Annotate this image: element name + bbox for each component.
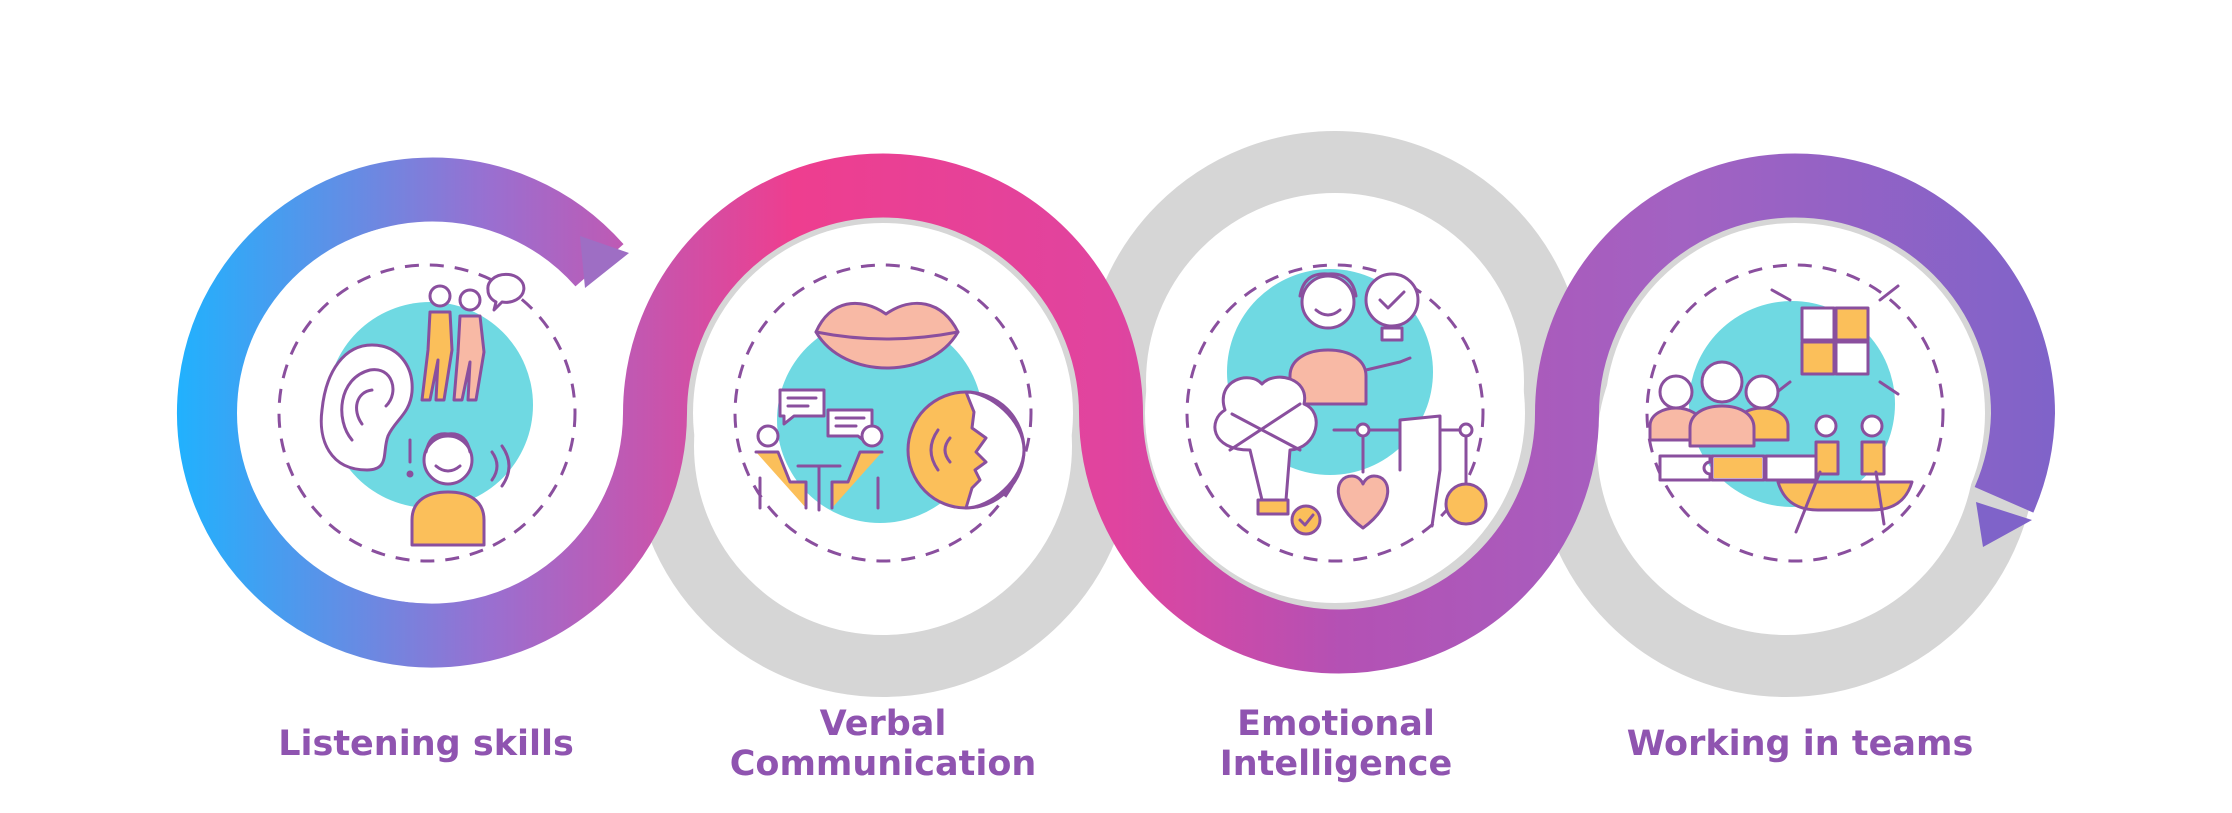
man-icon — [1288, 272, 1412, 406]
person-icon — [410, 432, 486, 547]
step-label-line: Verbal — [819, 704, 947, 744]
step-label-line: Listening skills — [278, 724, 574, 764]
step-label-line: Communication — [729, 744, 1037, 784]
lightbulb-icon — [1364, 272, 1420, 342]
step-label-line: Emotional — [1237, 704, 1435, 744]
step-label-teams: Working in teams — [1590, 724, 2010, 764]
group-people-icon — [1648, 360, 1790, 448]
step-label-line: Working in teams — [1626, 724, 1974, 764]
listening-skills-icon — [319, 272, 533, 547]
band-end-arrowhead — [1976, 502, 2032, 547]
teamwork-icon — [1648, 284, 1914, 534]
lips-icon — [814, 301, 960, 370]
puzzle-hands-icon — [1770, 284, 1900, 398]
brain-bulb-icon — [1213, 375, 1322, 536]
speech-bubble-icon — [486, 272, 526, 312]
band-start-arrowhead — [580, 236, 629, 288]
heart-icon — [1336, 474, 1390, 530]
speaking-face-icon — [906, 390, 1026, 510]
brain-icon — [1444, 482, 1488, 526]
gradient-band — [177, 153, 2056, 674]
verbal-communication-icon — [754, 301, 1026, 523]
conversation-table-icon — [754, 388, 884, 512]
walking-people-icon — [420, 284, 486, 402]
emotional-intelligence-icon — [1213, 269, 1488, 536]
step-label-line: Intelligence — [1219, 744, 1453, 784]
dashed-circles — [277, 263, 1945, 563]
balance-scale-icon — [1332, 414, 1488, 530]
step-label-listening: Listening skills — [216, 724, 636, 764]
rowing-boat-icon — [1776, 414, 1914, 534]
